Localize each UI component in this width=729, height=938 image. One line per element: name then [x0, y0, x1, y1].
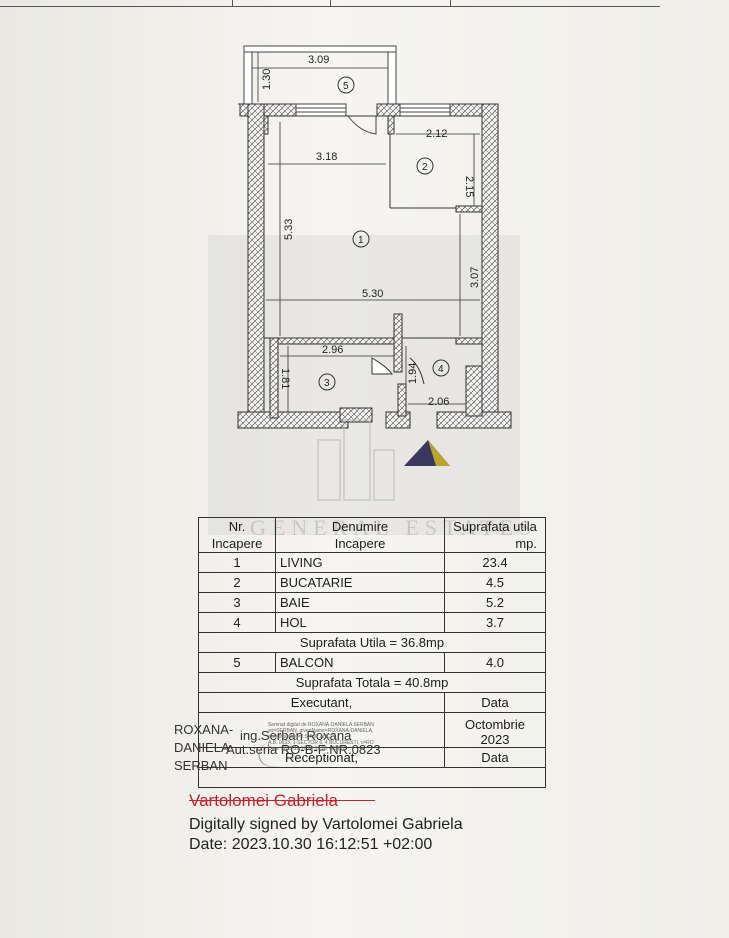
room-name: LIVING — [275, 552, 445, 573]
executant-header-row: Executant, Data — [198, 692, 546, 713]
header-name-line1: Denumire — [331, 519, 389, 534]
room-number-3: 3 — [318, 373, 336, 391]
grand-total: Suprafata Totala = 40.8mp — [198, 672, 546, 693]
signer-name-line3: SERBAN — [174, 758, 228, 773]
room-number-4: 4 — [432, 359, 450, 377]
header-area-line2: mp. — [515, 536, 537, 551]
executant-date: Octombrie 2023 — [444, 712, 546, 748]
digital-stamp-text: Semnat digital de ROXANA-DANIELA SERBAN … — [268, 722, 408, 752]
interior-walls — [263, 115, 483, 419]
room-area: 23.4 — [444, 552, 546, 573]
dim-kitchen-depth: 2.15 — [463, 176, 475, 197]
signer-red-name: Vartolomei Gabriela — [189, 791, 338, 810]
stamp-line: Semnat digital de ROXANA-DANIELA SERBAN — [268, 722, 374, 728]
dim-hall-height: 1.94 — [407, 363, 419, 384]
table-row: 3 BAIE 5.2 — [198, 592, 546, 613]
table-row: 2 BUCATARIE 4.5 — [198, 572, 546, 593]
dim-balcony-depth: 1.30 — [261, 69, 273, 90]
executant-signature-row: Octombrie 2023 — [198, 712, 546, 748]
dim-living-top-width: 3.18 — [316, 151, 337, 163]
room-nr: 3 — [198, 592, 276, 613]
balcony-outline — [243, 45, 397, 105]
top-window — [295, 103, 451, 117]
table-row: 5 BALCON 4.0 — [198, 652, 546, 673]
engineer-name: ing.Serban Roxana — [240, 728, 352, 743]
executant-label: Executant, — [198, 692, 445, 713]
header-nr-line2: Incapere — [211, 536, 263, 551]
dim-living-height: 5.33 — [283, 219, 295, 240]
balcony-door-swing — [347, 115, 377, 135]
room-name: BAIE — [275, 592, 445, 613]
certificate-number: Aut.seria RO-B-F NR.0823 — [226, 742, 381, 757]
room-name: BALCON — [275, 652, 445, 673]
digital-signed-date: Date: 2023.10.30 16:12:51 +02:00 — [189, 836, 433, 853]
data-label-2: Data — [444, 747, 546, 768]
room-name: HOL — [275, 612, 445, 633]
data-label: Data — [444, 692, 546, 713]
room-area: 5.2 — [444, 592, 546, 613]
room-nr: 2 — [198, 572, 276, 593]
table-row: 4 HOL 3.7 — [198, 612, 546, 633]
table-row: 1 LIVING 23.4 — [198, 552, 546, 573]
room-area: 3.7 — [444, 612, 546, 633]
receptionat-signature-row — [198, 767, 546, 788]
dimension-lines — [252, 52, 480, 412]
svg-text:1: 1 — [358, 235, 364, 246]
svg-text:3: 3 — [324, 378, 330, 389]
useful-total-row: Suprafata Utila = 36.8mp — [198, 632, 546, 653]
top-border-strip — [0, 0, 660, 7]
room-nr: 1 — [198, 552, 276, 573]
room-name: BUCATARIE — [275, 572, 445, 593]
svg-text:5: 5 — [343, 81, 349, 92]
stamp-line: sn=SERBAN, givenName=ROXANA-DANIELA, — [268, 728, 374, 734]
grand-total-row: Suprafata Totala = 40.8mp — [198, 672, 546, 693]
receptionat-signature-cell — [198, 767, 546, 788]
stamp-line: Date: 2023.10.16 08:39:00 +03'00' — [268, 746, 345, 752]
red-strike-line — [189, 800, 375, 801]
dim-kitchen-width: 2.12 — [426, 128, 447, 140]
room-area: 4.5 — [444, 572, 546, 593]
digital-signed-by: Digitally signed by Vartolomei Gabriela — [189, 816, 463, 833]
stamp-line: A.B. 0633, 1-SECTOR 6, 4 BUCURESTI, c=RO — [268, 740, 374, 746]
signer-name-line2: DANIELA — [174, 740, 230, 755]
svg-text:4: 4 — [438, 364, 444, 375]
dim-bath-width: 2.96 — [322, 344, 343, 356]
dim-living-right-height: 3.07 — [469, 267, 481, 288]
room-number-1: 1 — [352, 230, 370, 248]
header-nr-line1: Nr. — [228, 519, 246, 534]
dim-hall-width: 2.06 — [428, 396, 449, 408]
stamp-line: serialNumber=2.5.4.97 ANCPI — [268, 734, 336, 740]
room-number-5: 5 — [337, 76, 355, 94]
signer-name-line1: ROXANA- — [174, 722, 234, 737]
receptionat-label: Receptionat, — [198, 747, 445, 768]
room-number-2: 2 — [416, 157, 434, 175]
dim-bath-height: 1.81 — [279, 368, 291, 389]
useful-total: Suprafata Utila = 36.8mp — [198, 632, 546, 653]
room-nr: 4 — [198, 612, 276, 633]
room-area: 4.0 — [444, 652, 546, 673]
dim-living-width: 5.30 — [362, 288, 383, 300]
dim-balcony-width: 3.09 — [308, 54, 329, 66]
room-nr: 5 — [198, 652, 276, 673]
svg-text:2: 2 — [422, 162, 428, 173]
header-area-line1: Suprafata utila — [453, 519, 537, 534]
receptionat-header-row: Receptionat, Data — [198, 747, 546, 768]
header-name-line2: Incapere — [334, 536, 386, 551]
watermark-building-icon — [317, 419, 395, 501]
